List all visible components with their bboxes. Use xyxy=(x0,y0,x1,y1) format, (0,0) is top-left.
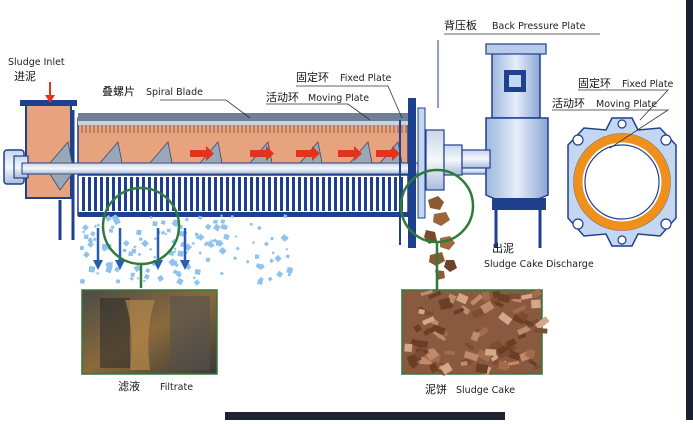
flow-arrow-shaft-0 xyxy=(190,150,206,157)
sludge-inlet-label-en: Sludge Inlet xyxy=(8,58,65,68)
flow-arrow-shaft-1 xyxy=(250,150,266,157)
ring-cross-section xyxy=(568,118,676,246)
discharge-label-cn: 出泥 xyxy=(492,243,514,254)
flow-arrow-shaft-2 xyxy=(296,150,312,157)
moving-plate-label-en: Moving Plate xyxy=(308,94,369,104)
spiral-blade-label-en: Spiral Blade xyxy=(146,88,203,98)
filtrate-label-cn: 滤液 xyxy=(118,381,140,392)
cake-label-en: Sludge Cake xyxy=(456,386,515,396)
cake-label-cn: 泥饼 xyxy=(425,384,447,395)
fixed-plate-label-en: Fixed Plate xyxy=(340,74,391,84)
back-pressure-plate xyxy=(400,40,462,248)
ring-fixed-label-en: Fixed Plate xyxy=(622,80,673,90)
ring-fixed-label-cn: 固定环 xyxy=(578,78,611,89)
ring-moving-label-en: Moving Plate xyxy=(596,100,657,110)
inlet-arrow xyxy=(45,82,55,103)
lower-plate-stack xyxy=(78,175,413,217)
flow-arrow-shaft-3 xyxy=(338,150,354,157)
bottom-edge-strip xyxy=(225,412,505,420)
flow-arrow-shaft-4 xyxy=(376,150,392,157)
filtrate-label-en: Filtrate xyxy=(160,383,193,393)
drive-motor xyxy=(462,44,548,248)
fixed-plate-label-cn: 固定环 xyxy=(296,72,329,83)
ring-moving-label-cn: 活动环 xyxy=(552,98,585,109)
sludge-inlet-label-cn: 进泥 xyxy=(14,71,36,82)
back-pressure-label-en: Back Pressure Plate xyxy=(492,22,585,32)
discharge-label-en: Sludge Cake Discharge xyxy=(484,260,594,270)
back-pressure-label-cn: 背压板 xyxy=(444,20,477,31)
moving-plate-label-cn: 活动环 xyxy=(266,92,299,103)
right-edge-strip xyxy=(686,0,693,420)
spiral-blade-label-cn: 叠螺片 xyxy=(102,86,135,97)
sludge-cake-photo xyxy=(402,288,550,376)
filtrate-photo xyxy=(82,290,217,374)
